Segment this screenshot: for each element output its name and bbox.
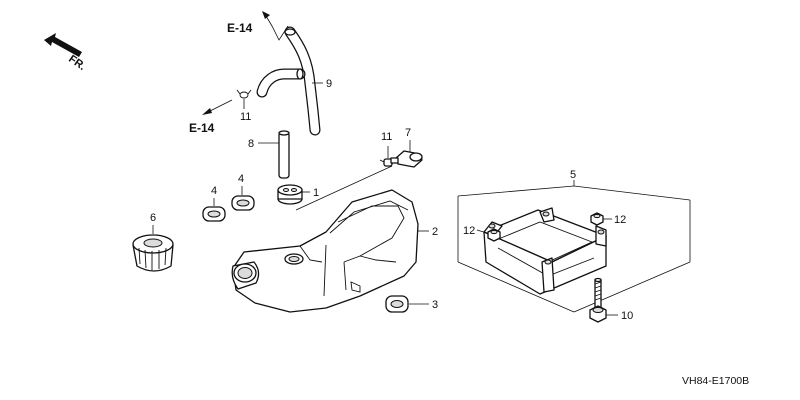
callout-5: 5 (570, 169, 576, 181)
ref-arrow-upper-icon (262, 11, 289, 41)
nut-part-12-right (590, 212, 604, 226)
fuel-tank-part-2 (231, 189, 419, 313)
grommet-part-4-left (202, 206, 226, 222)
callout-7: 7 (405, 127, 411, 139)
grommet-part-4-right (231, 195, 255, 211)
tank-bracket-part-5 (483, 207, 607, 295)
breather-tube-part-9 (284, 26, 321, 136)
callout-12-right: 12 (614, 214, 626, 226)
callout-9: 9 (326, 78, 332, 90)
nut-part-12-left (487, 228, 501, 242)
callout-11-center: 11 (381, 131, 392, 143)
elbow-hose-icon (256, 68, 306, 98)
hose-clip-part-11-center (379, 158, 393, 167)
bracket-frame-lines (457, 180, 691, 313)
tube-part-8 (278, 130, 290, 179)
ref-label-upper: E-14 (227, 21, 253, 35)
fuel-cap-part-6 (132, 234, 174, 272)
hose-clip-part-11-upper (236, 89, 252, 99)
ref-label-left: E-14 (189, 121, 215, 135)
bolt-part-10 (589, 277, 607, 323)
callout-2: 2 (432, 226, 438, 238)
front-arrow-icon (44, 33, 82, 57)
fuel-fitting-part-7 (390, 150, 423, 168)
diagram-code: VH84-E1700B (682, 375, 749, 387)
callout-6: 6 (150, 212, 156, 224)
callout-4-right: 4 (238, 173, 244, 185)
callout-11-upper: 11 (240, 111, 251, 123)
callout-10: 10 (621, 310, 633, 322)
callout-3: 3 (432, 299, 438, 311)
ref-arrow-left-icon (202, 99, 233, 115)
callout-1: 1 (313, 187, 319, 199)
front-label: FR. (66, 53, 87, 73)
grommet-part-3 (385, 295, 409, 313)
grommet-part-1 (277, 184, 303, 205)
callout-4-left: 4 (211, 185, 217, 197)
callout-8: 8 (248, 138, 254, 150)
callout-12-left: 12 (463, 225, 475, 237)
